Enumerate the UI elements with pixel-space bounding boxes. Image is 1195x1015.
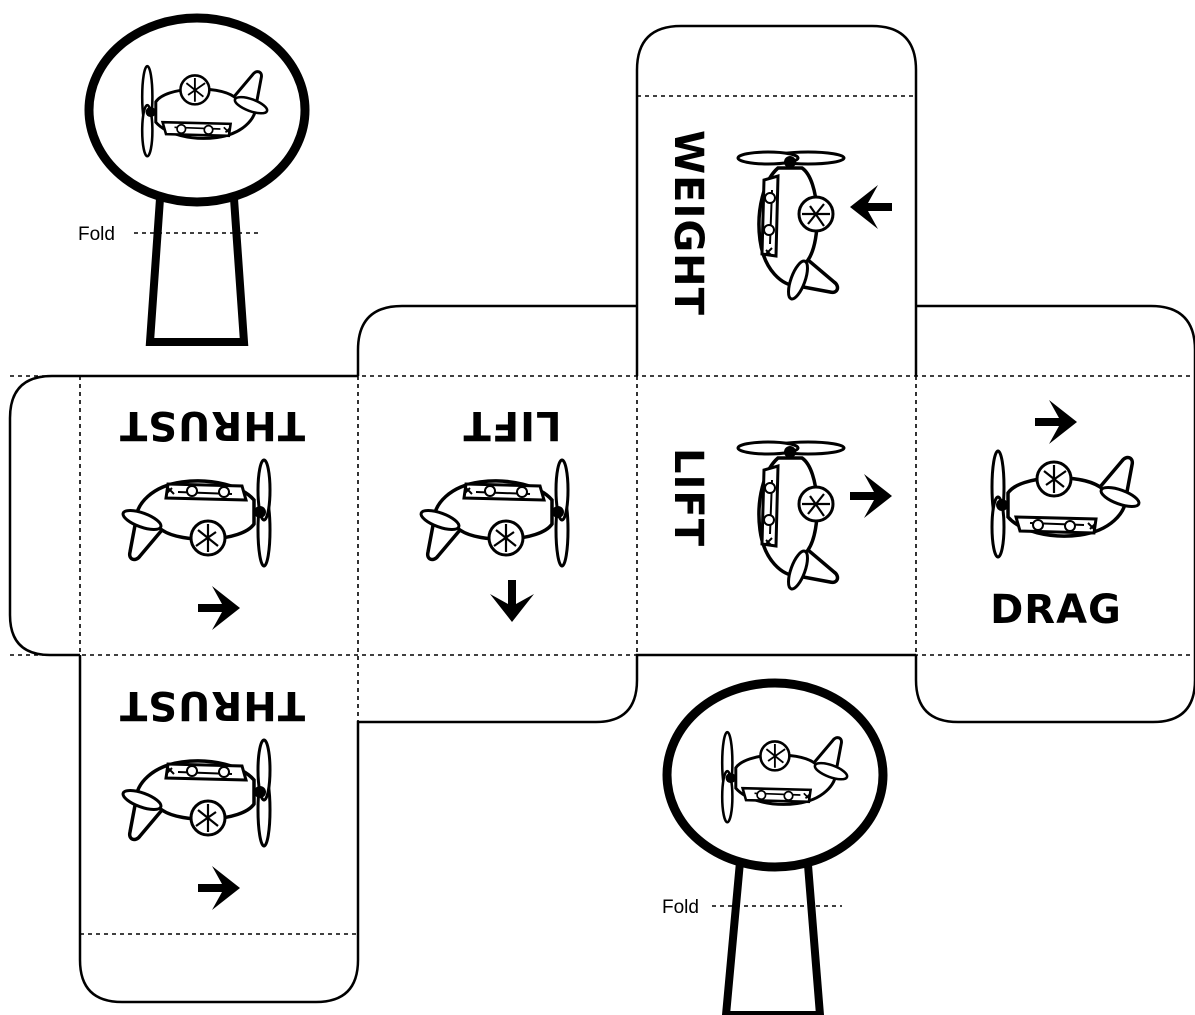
lift-label: LIFT [463, 402, 562, 448]
face-thrust-bottom: THRUST [119, 682, 305, 910]
arrow-icon [490, 580, 534, 622]
net-outline-bottom [78, 653, 916, 1004]
weight-label: WEIGHT [665, 130, 711, 316]
airplane-icon [736, 440, 846, 593]
airplane-icon [736, 150, 846, 303]
face-lift-top: LIFT [417, 402, 570, 622]
stand-left: Fold [78, 13, 310, 346]
net-outline-middle [356, 304, 637, 376]
airplane-icon [119, 738, 272, 848]
net-outline [635, 24, 918, 376]
thrust-label: THRUST [119, 682, 305, 728]
arrow-icon [198, 586, 240, 630]
airplane-icon [990, 449, 1143, 559]
lift-label: LIFT [665, 448, 711, 547]
arrow-icon [850, 185, 892, 229]
face-lift-right: LIFT [665, 440, 892, 593]
face-weight: WEIGHT [665, 130, 892, 316]
airplane-icon [119, 458, 272, 568]
drag-label: DRAG [990, 587, 1122, 633]
airplane-icon [417, 458, 570, 568]
net-outline-left [8, 374, 358, 657]
arrow-icon [850, 474, 892, 518]
arrow-icon [1035, 400, 1077, 444]
face-thrust-top: THRUST [119, 402, 305, 630]
thrust-label: THRUST [119, 402, 305, 448]
stand-right: Fold [662, 678, 888, 1015]
net-outline-right [914, 304, 1195, 724]
fold-label: Fold [78, 224, 115, 245]
face-drag: DRAG [990, 400, 1143, 633]
fold-label: Fold [662, 897, 699, 918]
arrow-icon [198, 866, 240, 910]
